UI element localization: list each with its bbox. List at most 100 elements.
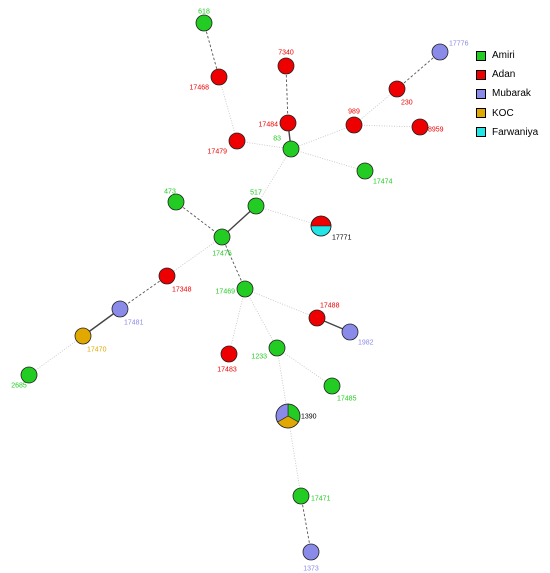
node-517 — [247, 197, 265, 215]
node-circle-17470 — [74, 327, 92, 345]
node-circle-989 — [345, 116, 363, 134]
node-circle-83 — [282, 140, 300, 158]
node-slice-17771-farwaniya — [310, 225, 332, 237]
node-label-83: 83 — [273, 136, 281, 143]
node-label-17488: 17488 — [320, 303, 340, 310]
node-17470 — [74, 327, 92, 345]
edge-17348-17481 — [119, 275, 168, 310]
node-17481 — [111, 300, 129, 318]
legend-item-amiri: Amiri — [476, 46, 550, 65]
node-label-17469: 17469 — [216, 289, 236, 296]
edge-618-17468 — [203, 22, 220, 78]
node-label-17476: 17476 — [212, 251, 232, 258]
edge-17469-17483 — [228, 288, 246, 355]
node-1233 — [268, 339, 286, 357]
node-83 — [282, 140, 300, 158]
node-circle-517 — [247, 197, 265, 215]
node-label-1390: 1390 — [301, 414, 317, 421]
node-label-473: 473 — [164, 189, 176, 196]
node-circle-17481 — [111, 300, 129, 318]
legend-label-farwaniya: Farwaniya — [492, 126, 539, 138]
legend-swatch-mubarak — [476, 88, 486, 99]
node-circle-17479 — [228, 132, 246, 150]
node-17485 — [323, 377, 341, 395]
node-989 — [345, 116, 363, 134]
legend: Amiri Adan Mubarak KOC Farwaniya — [476, 46, 550, 142]
node-circle-618 — [195, 14, 213, 32]
node-label-517: 517 — [250, 190, 262, 197]
node-ring-1390 — [275, 403, 301, 429]
node-7340 — [277, 57, 295, 75]
node-label-8959: 8959 — [428, 127, 444, 134]
edge-17476-17469 — [221, 236, 246, 290]
edge-83-517 — [255, 148, 292, 207]
edge-1233-17485 — [276, 347, 333, 387]
legend-label-adan: Adan — [492, 69, 516, 81]
node-circle-473 — [167, 193, 185, 211]
node-circle-17483 — [220, 345, 238, 363]
edge-17471-1373 — [300, 495, 312, 553]
edge-7340-17484 — [285, 65, 289, 124]
edge-989-83 — [290, 124, 355, 150]
legend-item-mubarak: Mubarak — [476, 84, 550, 103]
edge-83-17474 — [290, 148, 366, 172]
edge-17470-2685 — [28, 335, 84, 376]
node-label-7340: 7340 — [278, 50, 294, 57]
node-circle-17484 — [279, 114, 297, 132]
node-label-17776: 17776 — [449, 41, 469, 48]
node-label-17485: 17485 — [337, 396, 357, 403]
node-circle-17468 — [210, 68, 228, 86]
node-label-1373: 1373 — [303, 566, 319, 573]
node-17479 — [228, 132, 246, 150]
node-17348 — [158, 267, 176, 285]
node-circle-17476 — [213, 228, 231, 246]
node-circle-2685 — [20, 366, 38, 384]
edge-layer — [28, 22, 441, 553]
node-2685 — [20, 366, 38, 384]
legend-swatch-koc — [476, 108, 486, 119]
edge-17469-17488 — [244, 288, 318, 319]
node-label-17481: 17481 — [124, 320, 144, 327]
node-17468 — [210, 68, 228, 86]
legend-item-farwaniya: Farwaniya — [476, 123, 550, 142]
node-circle-7340 — [277, 57, 295, 75]
node-17474 — [356, 162, 374, 180]
legend-item-koc: KOC — [476, 104, 550, 123]
node-label-17470: 17470 — [87, 347, 107, 354]
node-circle-17348 — [158, 267, 176, 285]
node-8959 — [411, 118, 429, 136]
node-17469 — [236, 280, 254, 298]
node-label-17474: 17474 — [373, 179, 393, 186]
edge-1390-17471 — [287, 415, 302, 497]
node-label-17479: 17479 — [208, 149, 228, 156]
node-circle-1373 — [302, 543, 320, 561]
node-label-17468: 17468 — [190, 85, 210, 92]
legend-label-koc: KOC — [492, 107, 514, 119]
node-17484 — [279, 114, 297, 132]
legend-swatch-adan — [476, 69, 486, 80]
node-label-17471: 17471 — [311, 496, 331, 503]
node-label-17483: 17483 — [217, 367, 237, 374]
node-slice-17771-adan — [310, 215, 332, 227]
edge-17469-1233 — [244, 288, 278, 349]
node-618 — [195, 14, 213, 32]
node-circle-1982 — [341, 323, 359, 341]
node-circle-230 — [388, 80, 406, 98]
node-label-618: 618 — [198, 9, 210, 16]
node-circle-17469 — [236, 280, 254, 298]
legend-item-adan: Adan — [476, 65, 550, 84]
node-230 — [388, 80, 406, 98]
node-17476 — [213, 228, 231, 246]
node-17488 — [308, 309, 326, 327]
node-layer — [20, 14, 449, 561]
node-circle-17488 — [308, 309, 326, 327]
node-17776 — [431, 43, 449, 61]
node-label-17771: 17771 — [332, 235, 352, 242]
edge-17468-17479 — [218, 76, 238, 142]
node-circle-8959 — [411, 118, 429, 136]
node-circle-17776 — [431, 43, 449, 61]
node-circle-17471 — [292, 487, 310, 505]
legend-label-amiri: Amiri — [492, 50, 515, 62]
edge-989-8959 — [353, 124, 421, 128]
node-label-1982: 1982 — [358, 340, 374, 347]
